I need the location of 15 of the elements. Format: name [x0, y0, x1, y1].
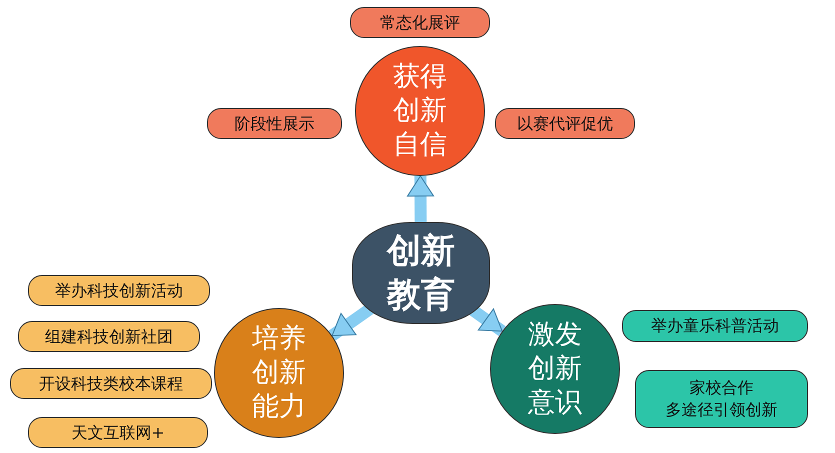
topic-circle: 激发创新意识 [490, 304, 620, 434]
item-pill: 家校合作 多途径引领创新 [635, 370, 808, 428]
block-arrow [328, 303, 374, 340]
item-pill: 组建科技创新社团 [18, 321, 200, 352]
topic-circle: 获得创新自信 [355, 46, 485, 176]
item-pill: 开设科技类校本课程 [10, 368, 212, 399]
item-pill: 举办童乐科普活动 [622, 310, 808, 342]
item-pill: 常态化展评 [350, 7, 490, 38]
topic-circle: 培养创新能力 [214, 308, 344, 438]
block-arrow [407, 176, 434, 222]
item-pill: 阶段性展示 [207, 108, 342, 139]
item-pill: 举办科技创新活动 [28, 275, 210, 306]
center-blob: 创新教育 [352, 222, 490, 324]
item-pill: 以赛代评促优 [495, 108, 635, 139]
item-pill: 天文互联网+ [28, 417, 208, 448]
